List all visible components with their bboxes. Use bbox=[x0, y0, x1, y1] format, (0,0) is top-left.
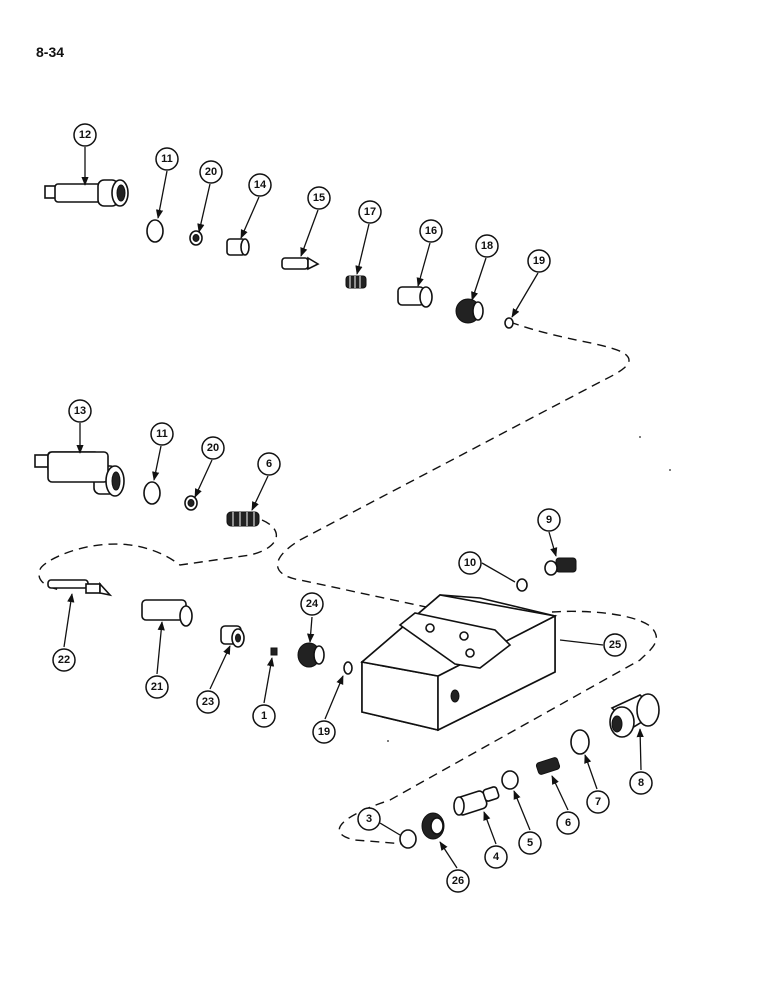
assembly-path-bottom bbox=[338, 610, 657, 845]
svg-text:20: 20 bbox=[205, 166, 217, 178]
callout-6-lower: 6 bbox=[556, 811, 580, 835]
callout-17: 17 bbox=[358, 200, 382, 224]
print-speck bbox=[387, 740, 389, 742]
part-26-seat bbox=[421, 812, 445, 840]
svg-text:6: 6 bbox=[565, 817, 571, 829]
svg-text:9: 9 bbox=[546, 514, 552, 526]
svg-text:24: 24 bbox=[306, 598, 319, 610]
callout-6: 6 bbox=[257, 452, 281, 476]
part-17-spring bbox=[345, 275, 367, 289]
callout-12: 12 bbox=[73, 123, 97, 147]
svg-text:16: 16 bbox=[425, 225, 437, 237]
callout-19: 19 bbox=[527, 249, 551, 273]
part-4-valve-spool bbox=[453, 786, 500, 816]
assembly-path-middle bbox=[38, 519, 278, 591]
callout-group: 12 11 20 14 15 17 16 18 19 13 11 20 6 9 … bbox=[52, 123, 653, 893]
part-15-pin bbox=[281, 256, 320, 271]
part-16-plunger bbox=[397, 286, 433, 308]
part-8-fitting bbox=[609, 693, 660, 738]
svg-text:26: 26 bbox=[452, 875, 464, 887]
callout-7: 7 bbox=[586, 790, 610, 814]
part-11-o-ring bbox=[146, 219, 164, 243]
callout-24: 24 bbox=[300, 592, 324, 616]
callout-18: 18 bbox=[475, 234, 499, 258]
part-6-spring bbox=[226, 511, 260, 527]
part-14-sleeve bbox=[226, 238, 250, 256]
callout-15: 15 bbox=[307, 186, 331, 210]
part-3-o-ring bbox=[399, 829, 417, 849]
part-24-plug bbox=[297, 642, 325, 668]
part-12-cartridge-body bbox=[44, 179, 129, 207]
callout-3: 3 bbox=[357, 807, 381, 831]
part-20-washer bbox=[189, 230, 203, 246]
part-20-washer-lower bbox=[184, 495, 198, 511]
part-18-plug bbox=[455, 298, 484, 324]
part-1-ball bbox=[270, 647, 278, 656]
svg-text:19: 19 bbox=[533, 255, 545, 267]
svg-text:7: 7 bbox=[595, 796, 601, 808]
svg-text:1: 1 bbox=[261, 710, 267, 722]
callout-10: 10 bbox=[458, 551, 482, 575]
svg-text:13: 13 bbox=[74, 405, 86, 417]
callout-16: 16 bbox=[419, 219, 443, 243]
callout-21: 21 bbox=[145, 675, 169, 699]
callout-23: 23 bbox=[196, 690, 220, 714]
part-19-o-ring-lower bbox=[343, 661, 353, 675]
callout-8: 8 bbox=[629, 771, 653, 795]
part-21-sleeve bbox=[141, 599, 193, 627]
callout-20-lower: 20 bbox=[201, 436, 225, 460]
callout-14: 14 bbox=[248, 173, 272, 197]
svg-text:22: 22 bbox=[58, 654, 70, 666]
svg-text:18: 18 bbox=[481, 240, 493, 252]
callout-11-lower: 11 bbox=[150, 422, 174, 446]
part-5-o-ring bbox=[501, 770, 519, 790]
callout-20: 20 bbox=[199, 160, 223, 184]
svg-text:14: 14 bbox=[254, 179, 267, 191]
svg-text:12: 12 bbox=[79, 129, 91, 141]
callout-4: 4 bbox=[484, 845, 508, 869]
part-10-o-ring bbox=[516, 578, 528, 592]
callout-5: 5 bbox=[518, 831, 542, 855]
part-11-o-ring-lower bbox=[143, 481, 161, 505]
print-speck bbox=[669, 469, 671, 471]
callout-13: 13 bbox=[68, 399, 92, 423]
part-25-valve-block bbox=[360, 594, 558, 732]
part-22-pin bbox=[47, 579, 113, 597]
svg-text:5: 5 bbox=[527, 837, 533, 849]
svg-text:11: 11 bbox=[156, 428, 168, 440]
svg-text:4: 4 bbox=[493, 851, 500, 863]
callout-1: 1 bbox=[252, 704, 276, 728]
part-19-o-ring bbox=[504, 317, 514, 329]
svg-text:6: 6 bbox=[266, 458, 272, 470]
assembly-path-top bbox=[276, 321, 630, 611]
print-speck bbox=[639, 436, 641, 438]
svg-text:11: 11 bbox=[161, 153, 173, 165]
leader-lines bbox=[63, 147, 644, 869]
svg-text:25: 25 bbox=[609, 639, 621, 651]
svg-text:20: 20 bbox=[207, 442, 219, 454]
svg-text:15: 15 bbox=[313, 192, 325, 204]
callout-19-lower: 19 bbox=[312, 720, 336, 744]
svg-text:3: 3 bbox=[366, 813, 372, 825]
callout-11: 11 bbox=[155, 147, 179, 171]
callout-25: 25 bbox=[603, 633, 627, 657]
part-7-o-ring bbox=[570, 729, 590, 755]
svg-text:23: 23 bbox=[202, 696, 214, 708]
callout-22: 22 bbox=[52, 648, 76, 672]
part-13-cartridge-body bbox=[34, 451, 125, 497]
callout-9: 9 bbox=[537, 508, 561, 532]
part-6-spring-lower bbox=[535, 757, 561, 775]
svg-text:8: 8 bbox=[638, 777, 644, 789]
svg-text:21: 21 bbox=[151, 681, 163, 693]
callout-26: 26 bbox=[446, 869, 470, 893]
page-number: 8-34 bbox=[36, 44, 65, 60]
svg-text:17: 17 bbox=[364, 206, 376, 218]
svg-text:10: 10 bbox=[464, 557, 476, 569]
part-23-seat bbox=[220, 625, 245, 648]
svg-text:19: 19 bbox=[318, 726, 330, 738]
part-9-plug bbox=[544, 557, 577, 576]
